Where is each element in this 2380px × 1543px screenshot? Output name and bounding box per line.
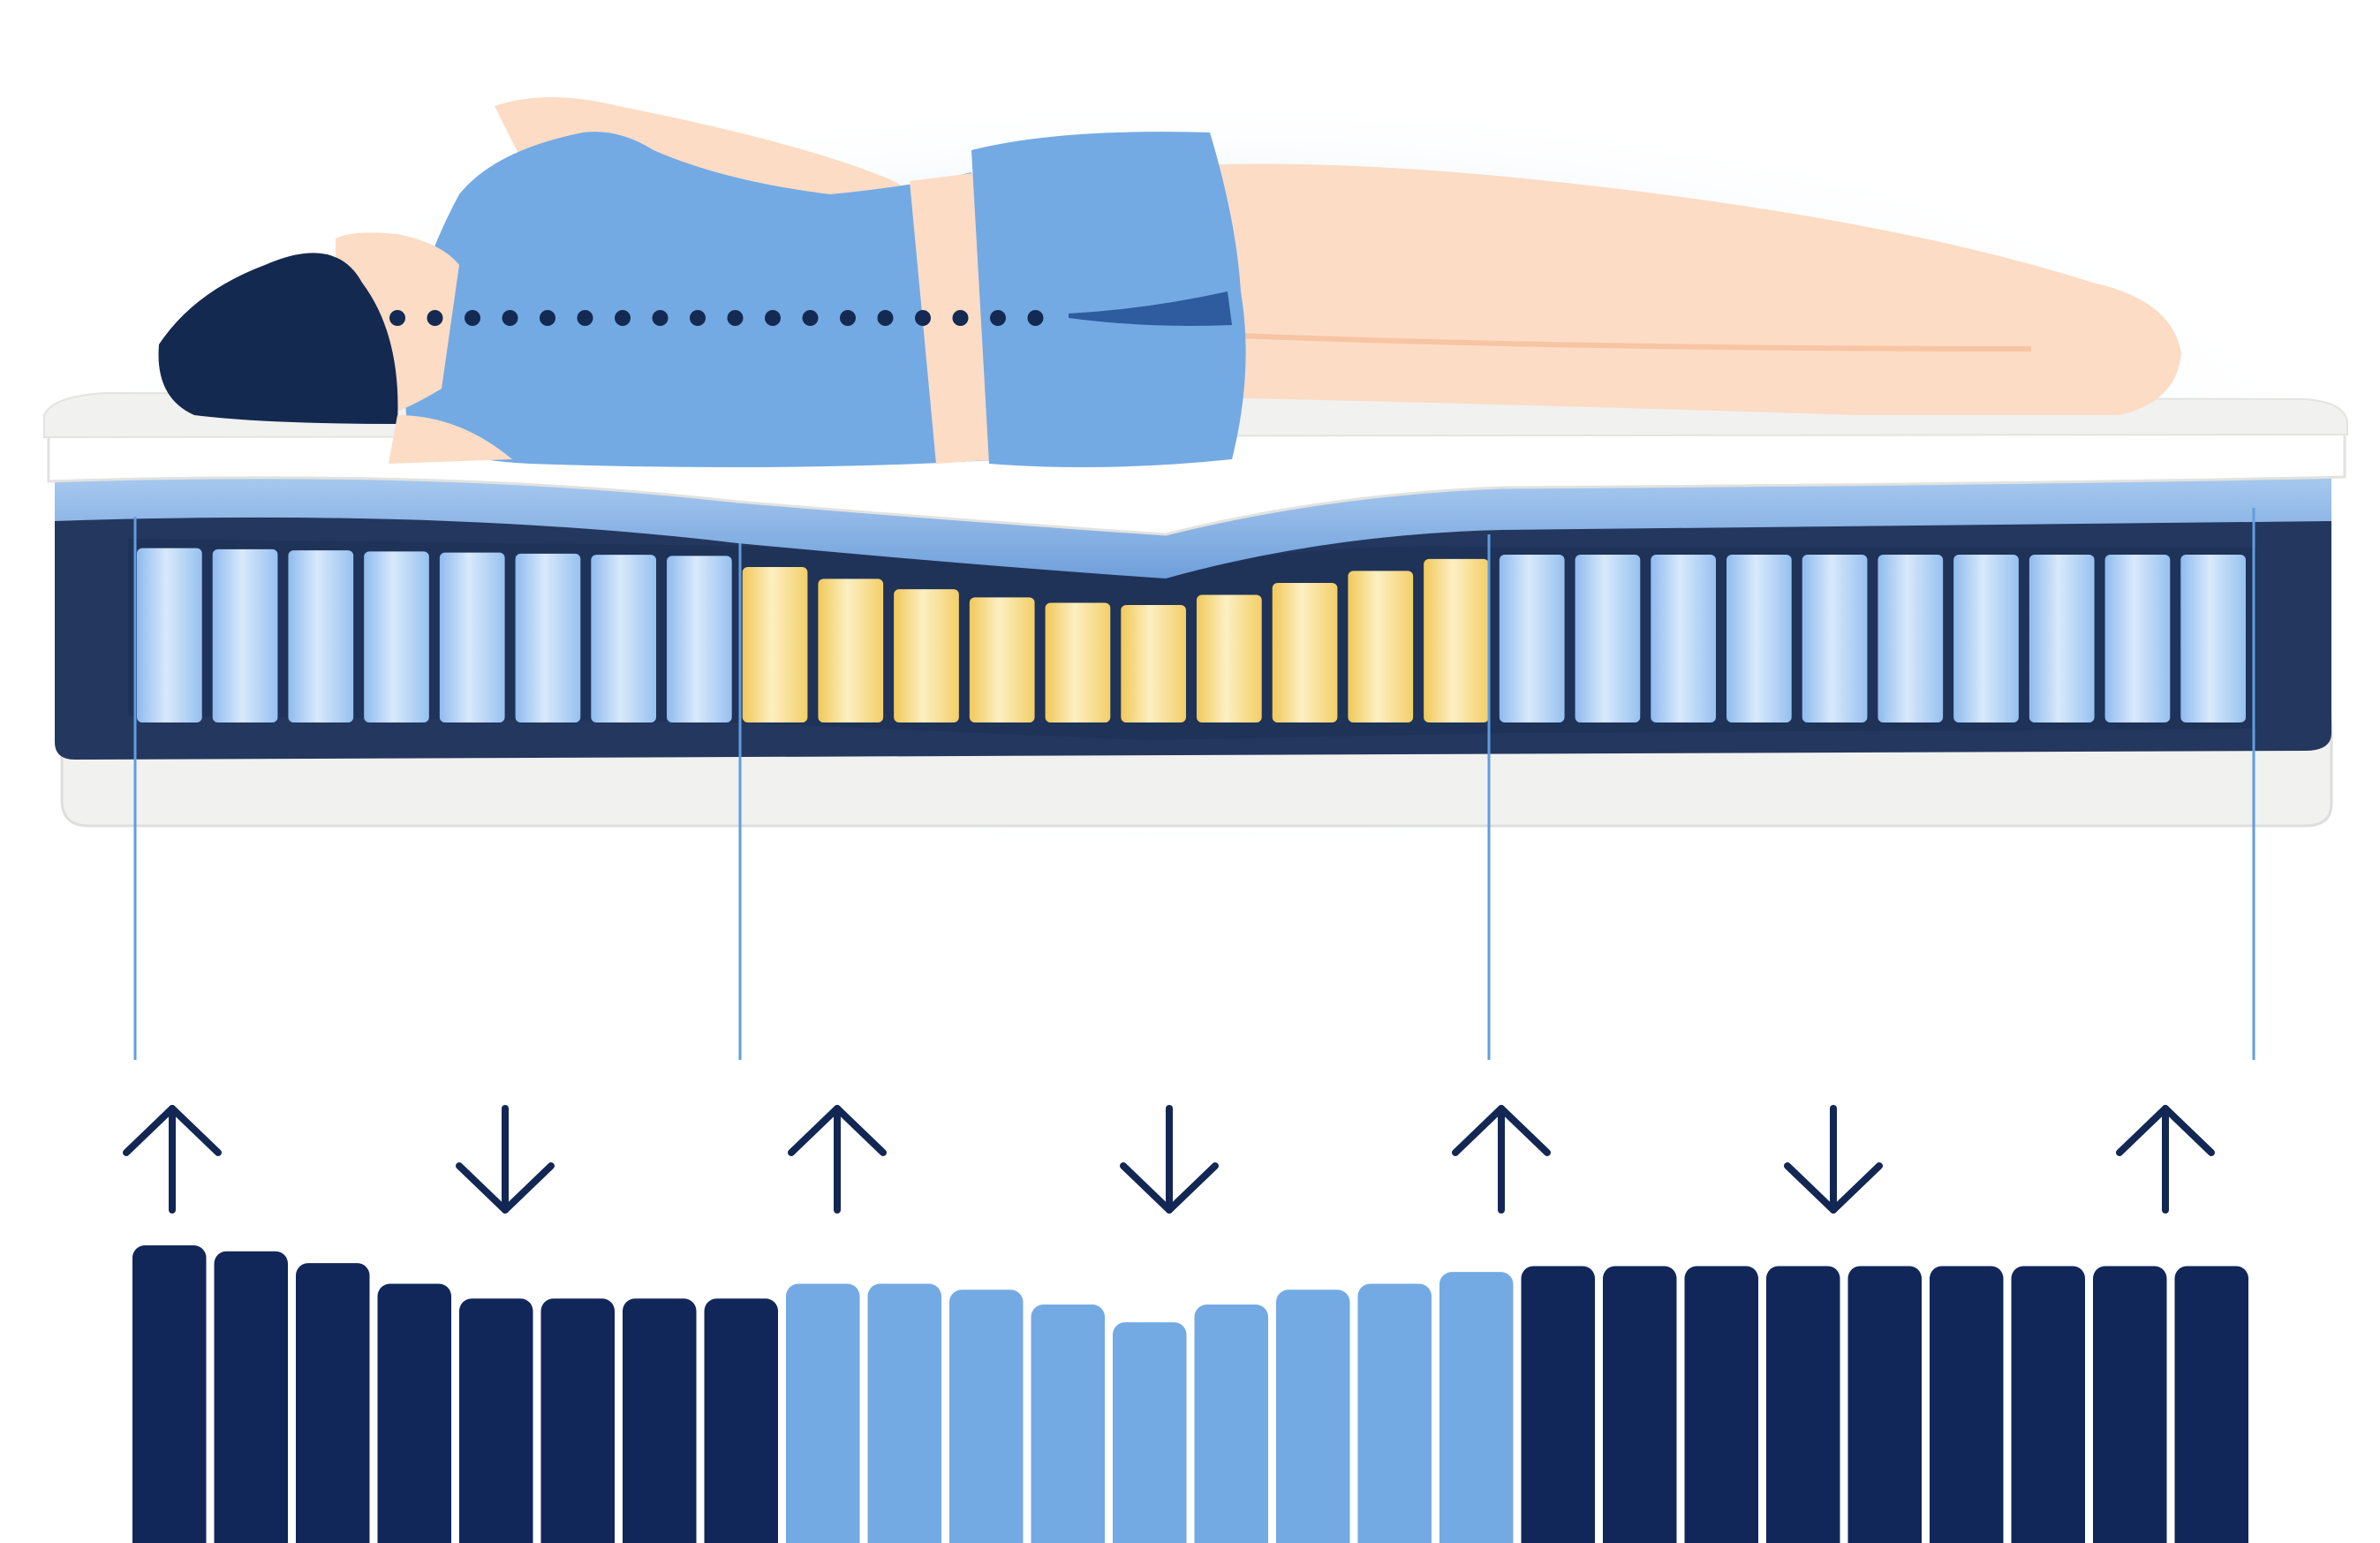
coil-spring — [1424, 558, 1489, 722]
spine-dot — [840, 310, 856, 326]
spine-dot — [615, 310, 631, 326]
support-bar-soft — [949, 1290, 1024, 1543]
zone-arrows — [123, 1105, 2215, 1214]
coil-spring — [1348, 571, 1414, 722]
support-bar-firm — [1766, 1266, 1840, 1543]
support-bar-firm — [623, 1298, 697, 1543]
support-bar-soft — [1439, 1272, 1514, 1543]
support-bar-firm — [2174, 1266, 2248, 1543]
support-bar-firm — [214, 1251, 288, 1543]
coil-spring — [364, 551, 429, 722]
woman-lying-on-side-icon — [158, 97, 2181, 467]
lower-arm — [389, 415, 512, 464]
support-bar-firm — [1684, 1266, 1758, 1543]
coil-spring — [742, 567, 808, 722]
support-bar-firm — [540, 1298, 615, 1543]
spine-dot — [877, 310, 894, 326]
support-bar-firm — [1930, 1266, 2004, 1543]
coil-spring — [2180, 555, 2246, 722]
coil-spring — [667, 556, 732, 722]
arm-and-shoulder — [495, 97, 918, 221]
spine-dot — [765, 310, 781, 326]
coil-spring — [1121, 604, 1186, 722]
support-bar-firm — [2011, 1266, 2085, 1543]
coil-spring — [439, 552, 505, 722]
spine-alignment-line — [389, 310, 1044, 326]
support-bar-firm — [459, 1298, 533, 1543]
support-bar-firm — [704, 1298, 778, 1543]
spine-dot — [540, 310, 555, 326]
coil-spring — [1953, 555, 2019, 722]
spine-dot — [990, 310, 1006, 326]
shorts — [971, 132, 1246, 467]
coil-spring — [1272, 582, 1338, 722]
support-bar-soft — [1276, 1290, 1350, 1543]
support-bar-firm — [1603, 1266, 1677, 1543]
arrow-up-icon — [123, 1105, 222, 1214]
arrow-down-icon — [1784, 1105, 1883, 1214]
spine-dot — [952, 310, 969, 326]
coil-spring — [1045, 602, 1111, 722]
coil-spring — [818, 579, 884, 722]
coil-spring — [894, 589, 959, 722]
support-bar-firm — [1521, 1266, 1595, 1543]
spine-dot — [802, 310, 819, 326]
support-bar-firm — [132, 1245, 207, 1543]
support-bars — [132, 1245, 2248, 1543]
support-bar-soft — [1194, 1305, 1268, 1543]
coil-spring — [1726, 555, 1792, 722]
spine-dot — [652, 310, 669, 326]
spine-dot — [690, 310, 706, 326]
coil-row — [137, 548, 2246, 722]
coil-spring — [137, 548, 202, 722]
arrow-up-icon — [2116, 1105, 2215, 1214]
shorts-shadow — [1069, 291, 1232, 326]
zone-guide-lines — [133, 508, 2255, 1060]
coil-spring — [1197, 594, 1262, 722]
coil-spring — [212, 548, 278, 722]
spine-dot — [502, 310, 518, 326]
legs — [1148, 163, 2181, 415]
arrow-up-icon — [1452, 1105, 1551, 1214]
spine-dot — [389, 310, 405, 326]
support-bar-firm — [1847, 1266, 1922, 1543]
spine-dot — [427, 310, 443, 326]
support-bar-soft — [867, 1283, 941, 1543]
coil-spring — [515, 553, 581, 722]
support-bar-soft — [1031, 1305, 1105, 1543]
arrow-down-icon — [1120, 1105, 1219, 1214]
foam-band — [55, 477, 2331, 579]
spine-dot — [915, 310, 931, 326]
coil-spring — [2029, 555, 2095, 722]
leg-crease — [1235, 333, 2032, 352]
arrow-up-icon — [788, 1105, 887, 1214]
arrow-down-icon — [456, 1105, 555, 1214]
spine-dot — [727, 310, 744, 326]
coil-spring — [1802, 555, 1868, 722]
support-bar-soft — [786, 1283, 860, 1543]
coil-spring — [969, 597, 1035, 722]
coil-spring — [288, 550, 354, 722]
coil-spring — [2104, 555, 2171, 722]
spine-dot — [465, 310, 480, 326]
spine-dot — [577, 310, 593, 326]
support-bar-soft — [1113, 1322, 1187, 1543]
support-bar-firm — [296, 1263, 370, 1543]
coil-spring — [591, 555, 656, 722]
coil-spring — [1575, 555, 1641, 722]
spine-dot — [1027, 310, 1044, 326]
support-bar-soft — [1357, 1283, 1432, 1543]
coil-spring — [1878, 555, 1944, 722]
support-bar-firm — [377, 1283, 451, 1543]
coil-spring — [1651, 555, 1716, 722]
shirt — [404, 132, 1007, 467]
support-bar-firm — [2093, 1266, 2167, 1543]
coil-spring — [1499, 555, 1565, 722]
coil-chamber — [128, 539, 2256, 740]
hair — [158, 253, 398, 424]
